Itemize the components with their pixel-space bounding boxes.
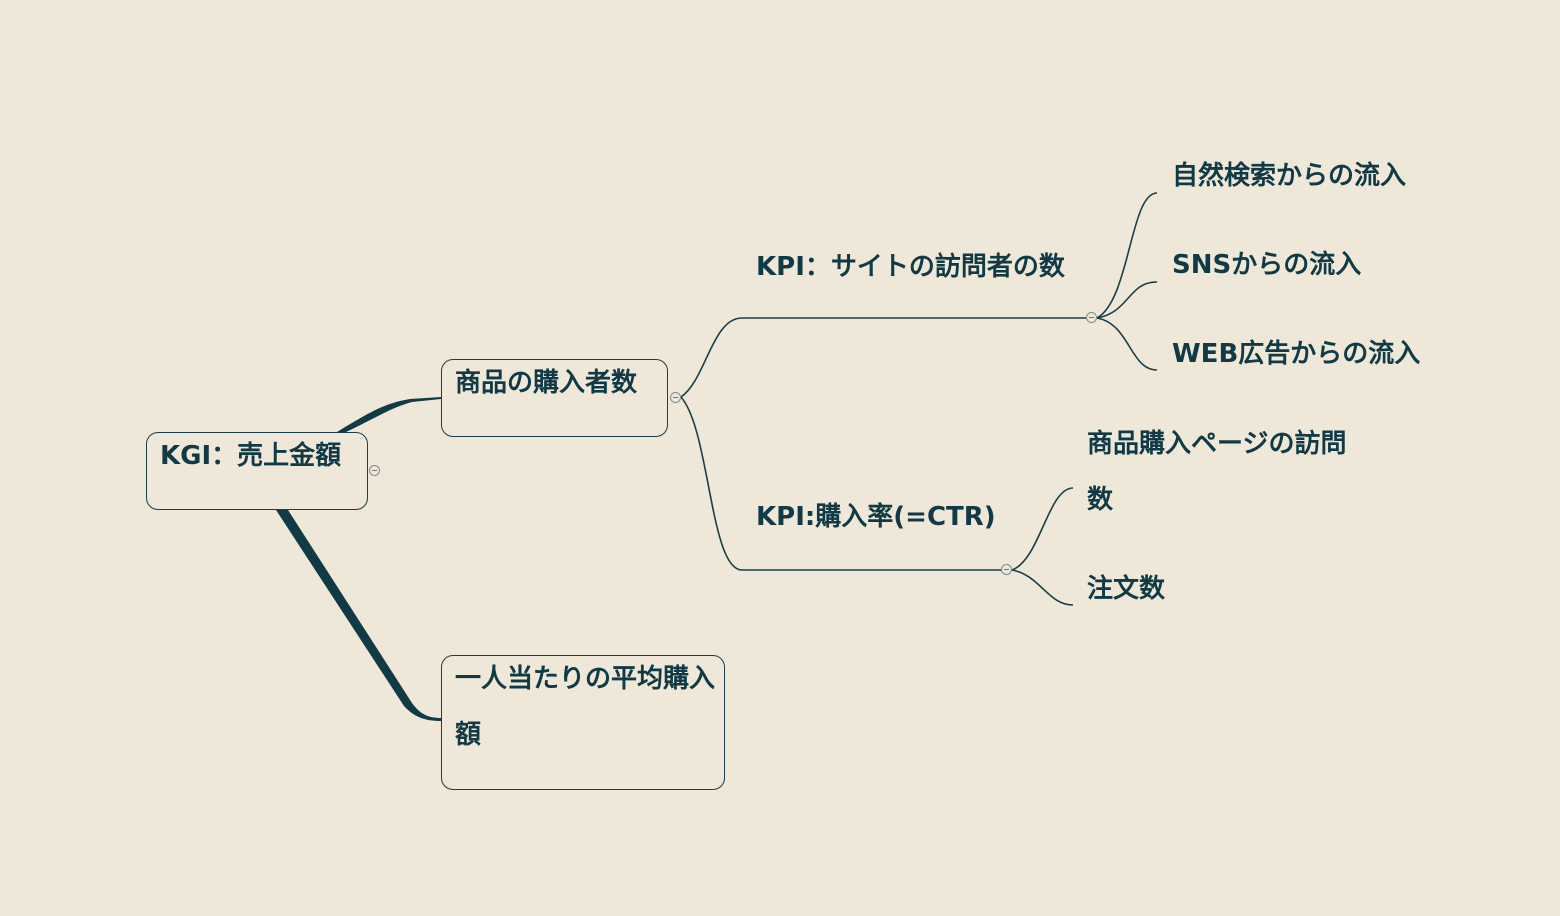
purchase-rate-collapse-icon[interactable] (1001, 564, 1012, 575)
node-kpi-purchase-rate-label[interactable]: KPI:購入率(=CTR) (756, 502, 996, 532)
connector-visitors-child-2 (1096, 281, 1158, 319)
node-avg-purchase-label: 一人当たりの平均購入額 (455, 664, 716, 750)
node-rate-child-page-visits[interactable]: 商品購入ページの訪問数 (1087, 429, 1347, 515)
connector-buyers-to-visitors (680, 317, 1092, 398)
connector-root-to-buyers (337, 397, 441, 432)
node-visitors-child-sns[interactable]: SNSからの流入 (1172, 250, 1362, 280)
connector-rate-child-1 (1011, 487, 1074, 571)
root-node-kgi[interactable] (146, 432, 368, 510)
node-avg-purchase[interactable] (441, 655, 725, 790)
node-kpi-visitors-label[interactable]: KPI：サイトの訪問者の数 (756, 252, 1065, 282)
node-buyers-label: 商品の購入者数 (455, 368, 638, 398)
connector-visitors-child-3 (1096, 317, 1158, 371)
connector-buyers-to-rate (680, 396, 1007, 571)
node-visitors-child-web-ads[interactable]: WEB広告からの流入 (1172, 339, 1421, 369)
root-node-label: KGI：売上金額 (160, 441, 342, 471)
node-buyers[interactable] (441, 359, 668, 437)
visitors-collapse-icon[interactable] (1086, 312, 1097, 323)
connector-rate-child-2 (1011, 569, 1074, 606)
node-rate-child-orders[interactable]: 注文数 (1087, 574, 1166, 604)
connector-root-to-avg (276, 510, 441, 721)
node-visitors-child-organic[interactable]: 自然検索からの流入 (1172, 161, 1407, 191)
buyers-collapse-icon[interactable] (670, 392, 681, 403)
connector-visitors-child-1 (1096, 192, 1158, 319)
root-collapse-icon[interactable] (369, 465, 380, 476)
